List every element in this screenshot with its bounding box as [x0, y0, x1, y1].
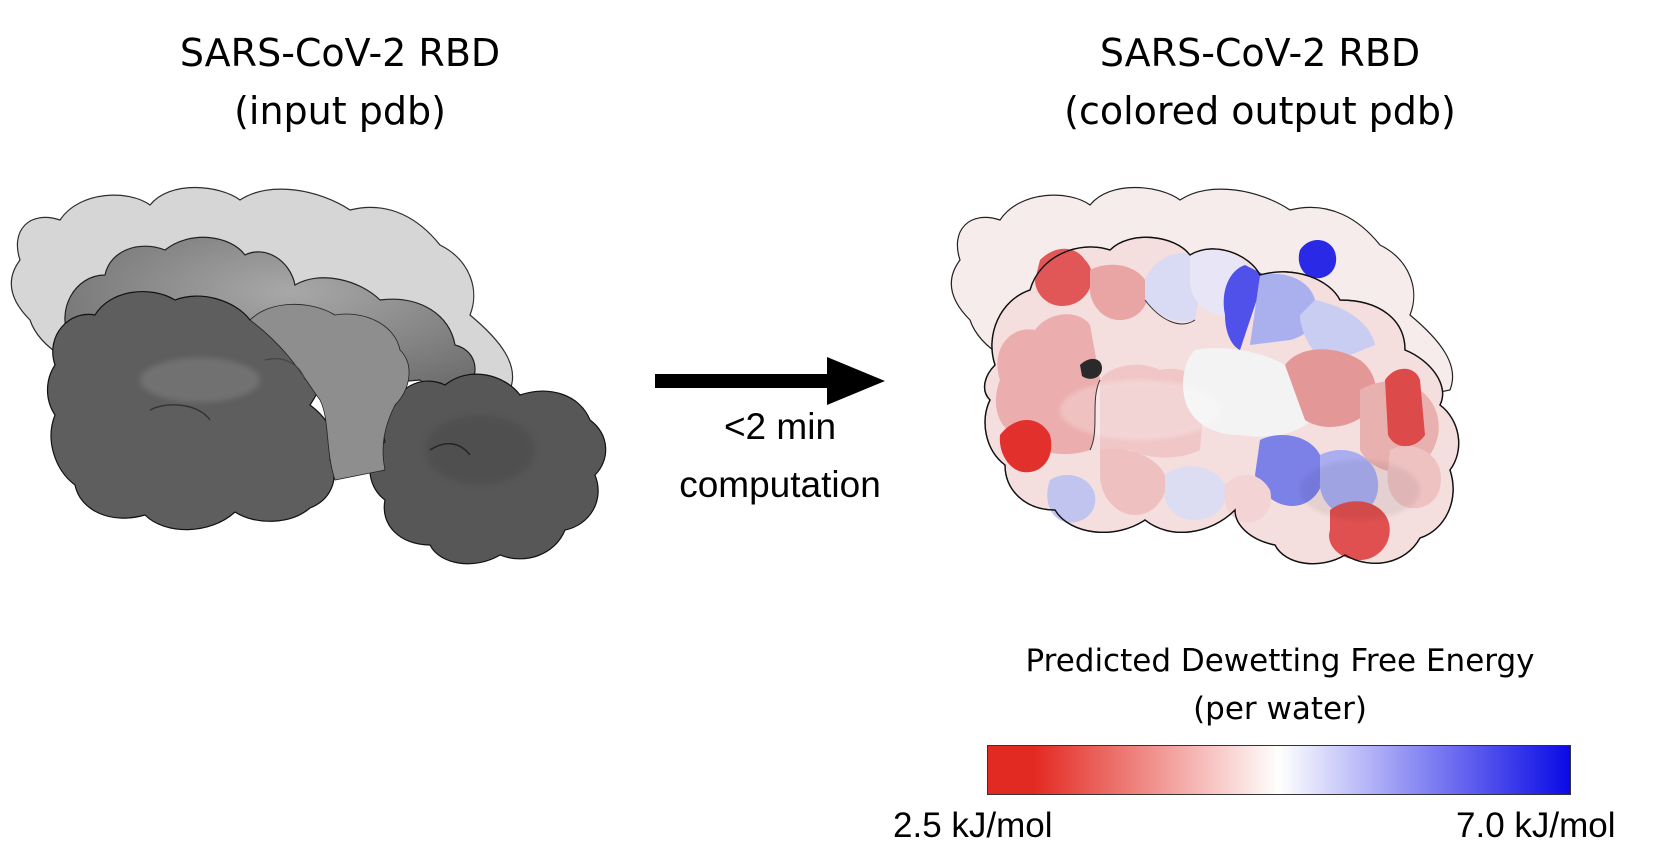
computation-time-label: <2 min computation: [640, 398, 920, 514]
output-title-line2: (colored output pdb): [1064, 89, 1456, 133]
computation-arrow: [655, 357, 885, 405]
colorbar-min-label: 2.5 kJ/mol: [893, 806, 1053, 845]
input-protein-surface-image: [10, 187, 607, 565]
input-title-line2: (input pdb): [234, 89, 446, 133]
output-structure-title: SARS-CoV-2 RBD (colored output pdb): [1020, 24, 1500, 140]
arrow-label-line2: computation: [679, 464, 881, 505]
colorbar-title-line2: (per water): [1193, 691, 1367, 727]
input-structure-title: SARS-CoV-2 RBD (input pdb): [100, 24, 580, 140]
colorbar-title-line1: Predicted Dewetting Free Energy: [1025, 643, 1535, 679]
colorbar-title: Predicted Dewetting Free Energy (per wat…: [960, 637, 1600, 733]
output-title-line1: SARS-CoV-2 RBD: [1099, 31, 1421, 75]
arrow-label-line1: <2 min: [723, 406, 837, 447]
colorbar-gradient: [987, 745, 1571, 795]
colorbar-max-label: 7.0 kJ/mol: [1456, 806, 1616, 845]
output-protein-surface-image: [950, 187, 1460, 565]
input-title-line1: SARS-CoV-2 RBD: [179, 31, 501, 75]
